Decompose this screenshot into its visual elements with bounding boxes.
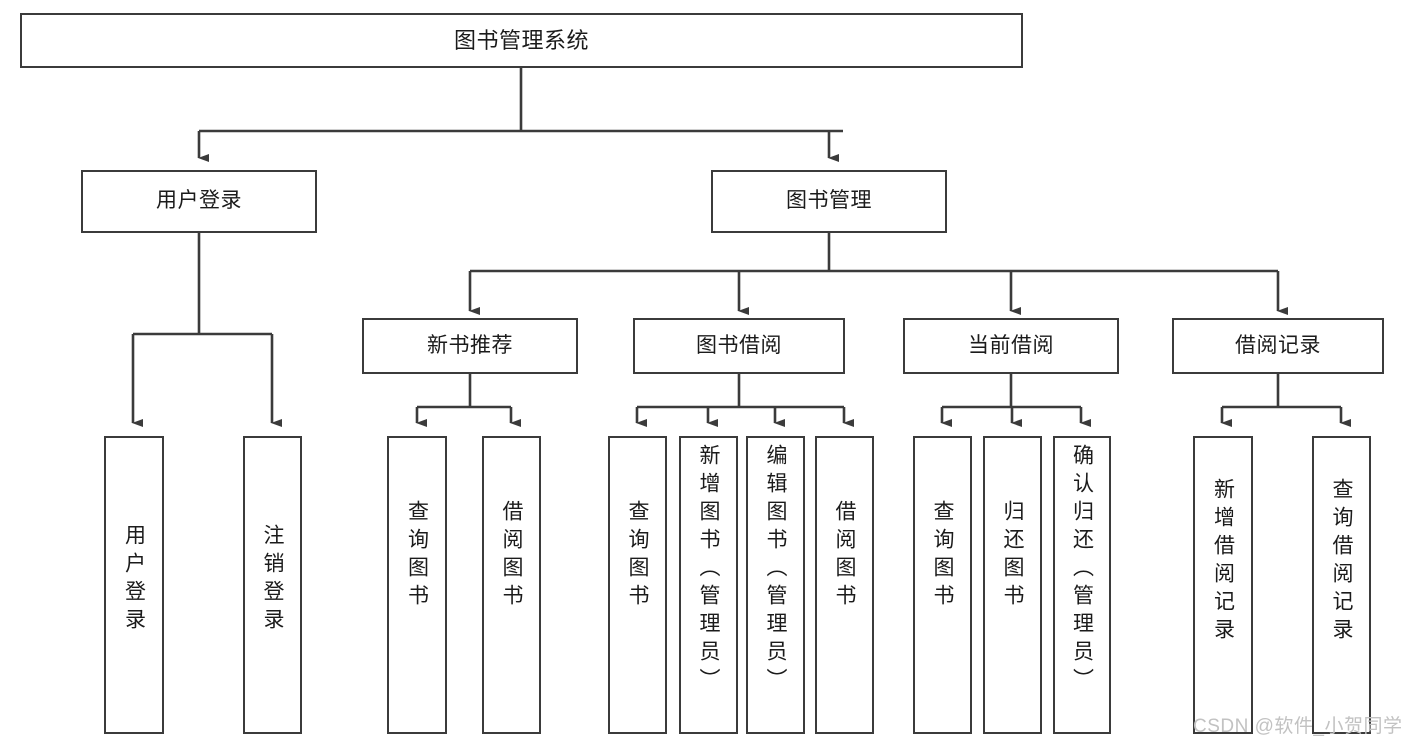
node-book-borrow[interactable]: 图书借阅 bbox=[633, 318, 845, 374]
leaf-add-record[interactable]: 新增借阅记录 bbox=[1193, 436, 1253, 734]
node-current-borrow[interactable]: 当前借阅 bbox=[903, 318, 1119, 374]
leaf-query-book-3-label: 查询图书 bbox=[931, 500, 954, 612]
node-borrow-record[interactable]: 借阅记录 bbox=[1172, 318, 1384, 374]
leaf-user-login-label: 用户登录 bbox=[122, 524, 146, 636]
leaf-query-record[interactable]: 查询借阅记录 bbox=[1312, 436, 1371, 734]
leaf-query-book-3[interactable]: 查询图书 bbox=[913, 436, 972, 734]
node-new-book-recommend[interactable]: 新书推荐 bbox=[362, 318, 578, 374]
node-book-manage-label: 图书管理 bbox=[786, 189, 872, 213]
leaf-add-record-label: 新增借阅记录 bbox=[1211, 478, 1235, 646]
leaf-return-book-label: 归还图书 bbox=[1001, 500, 1024, 612]
leaf-query-book-2[interactable]: 查询图书 bbox=[608, 436, 667, 734]
leaf-query-record-label: 查询借阅记录 bbox=[1330, 478, 1353, 646]
leaf-return-book[interactable]: 归还图书 bbox=[983, 436, 1042, 734]
leaf-confirm-return-label: 确认归还（管理员） bbox=[1070, 444, 1094, 696]
node-root[interactable]: 图书管理系统 bbox=[20, 13, 1023, 68]
leaf-borrow-book-2[interactable]: 借阅图书 bbox=[815, 436, 874, 734]
leaf-user-login[interactable]: 用户登录 bbox=[104, 436, 164, 734]
leaf-borrow-book-2-label: 借阅图书 bbox=[833, 500, 856, 612]
node-current-borrow-label: 当前借阅 bbox=[968, 333, 1054, 357]
leaf-edit-book[interactable]: 编辑图书（管理员） bbox=[746, 436, 805, 734]
leaf-logout-login-label: 注销登录 bbox=[261, 524, 284, 636]
node-user-login-label: 用户登录 bbox=[156, 189, 242, 213]
node-new-book-recommend-label: 新书推荐 bbox=[427, 333, 513, 357]
node-root-label: 图书管理系统 bbox=[453, 27, 589, 53]
node-borrow-record-label: 借阅记录 bbox=[1235, 333, 1321, 357]
node-user-login[interactable]: 用户登录 bbox=[81, 170, 317, 233]
leaf-edit-book-label: 编辑图书（管理员） bbox=[764, 444, 787, 696]
leaf-query-book-1-label: 查询图书 bbox=[405, 500, 429, 612]
leaf-query-book-2-label: 查询图书 bbox=[626, 500, 649, 612]
node-book-manage[interactable]: 图书管理 bbox=[711, 170, 947, 233]
leaf-add-book[interactable]: 新增图书（管理员） bbox=[679, 436, 738, 734]
leaf-query-book-1[interactable]: 查询图书 bbox=[387, 436, 447, 734]
leaf-confirm-return[interactable]: 确认归还（管理员） bbox=[1053, 436, 1111, 734]
leaf-borrow-book-1-label: 借阅图书 bbox=[500, 500, 523, 612]
node-book-borrow-label: 图书借阅 bbox=[696, 333, 782, 357]
leaf-logout-login[interactable]: 注销登录 bbox=[243, 436, 302, 734]
leaf-add-book-label: 新增图书（管理员） bbox=[697, 444, 720, 696]
leaf-borrow-book-1[interactable]: 借阅图书 bbox=[482, 436, 541, 734]
csdn-watermark: CSDN @软件_小贺同学 bbox=[1193, 716, 1403, 737]
